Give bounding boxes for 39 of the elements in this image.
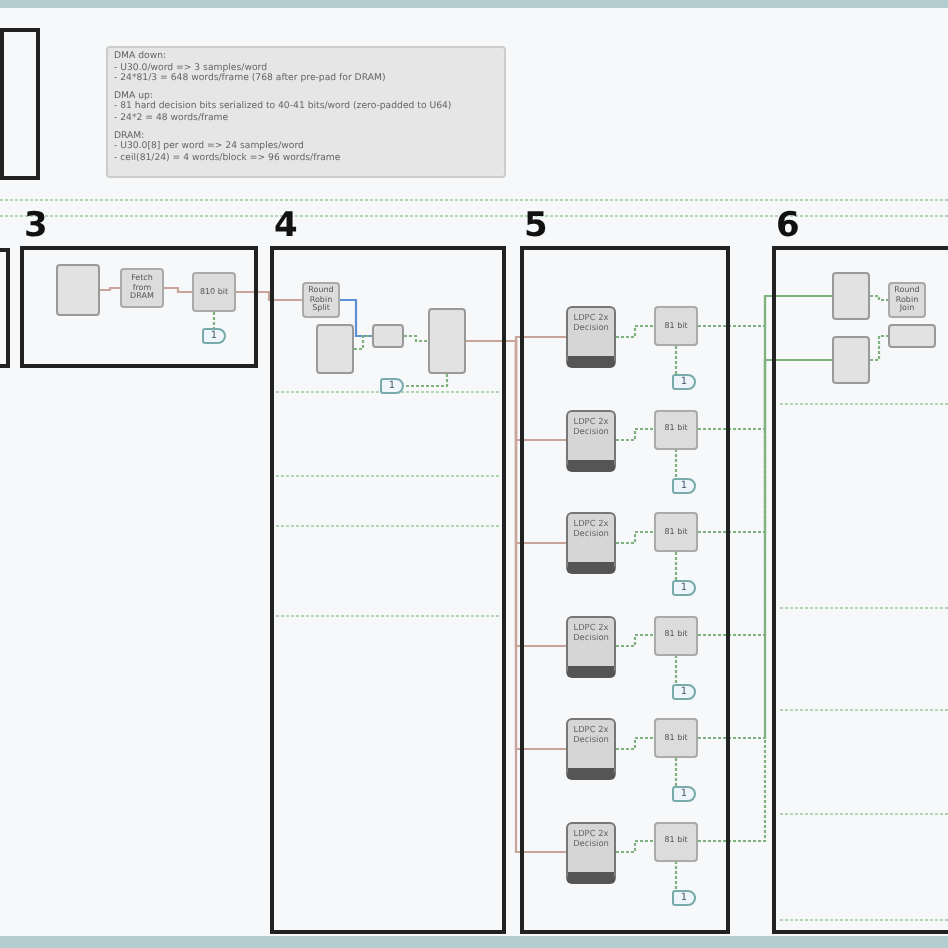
wire [698,294,832,431]
frame [0,248,10,368]
wire [698,294,832,534]
function-block [888,324,936,348]
wire [616,427,654,442]
wire [616,324,654,339]
function-block [832,272,870,320]
wire [616,530,654,545]
frame-number: 3 [24,208,48,244]
frame [0,28,40,180]
wire [404,334,428,343]
function-block [832,336,870,384]
wire [698,358,832,843]
function-block [372,324,404,348]
wire [100,286,120,292]
wire [212,312,216,328]
wire [616,633,654,648]
frame [20,208,258,368]
comment-box [106,46,506,178]
wire [870,294,888,302]
wire [616,736,654,751]
frame-number: 5 [524,208,548,244]
frame [520,208,730,934]
wire [466,339,566,854]
wire [164,286,192,294]
function-block [316,324,354,374]
wire [870,334,888,362]
frame [270,208,506,934]
wire [354,334,372,351]
wire [236,290,302,302]
frame [772,208,948,934]
wire [404,374,449,388]
frame-number: 4 [274,208,298,244]
wire [698,358,832,740]
wire [340,298,372,338]
wire [616,839,654,854]
function-block [428,308,466,374]
frame-number: 6 [776,208,800,244]
function-block [56,264,100,316]
